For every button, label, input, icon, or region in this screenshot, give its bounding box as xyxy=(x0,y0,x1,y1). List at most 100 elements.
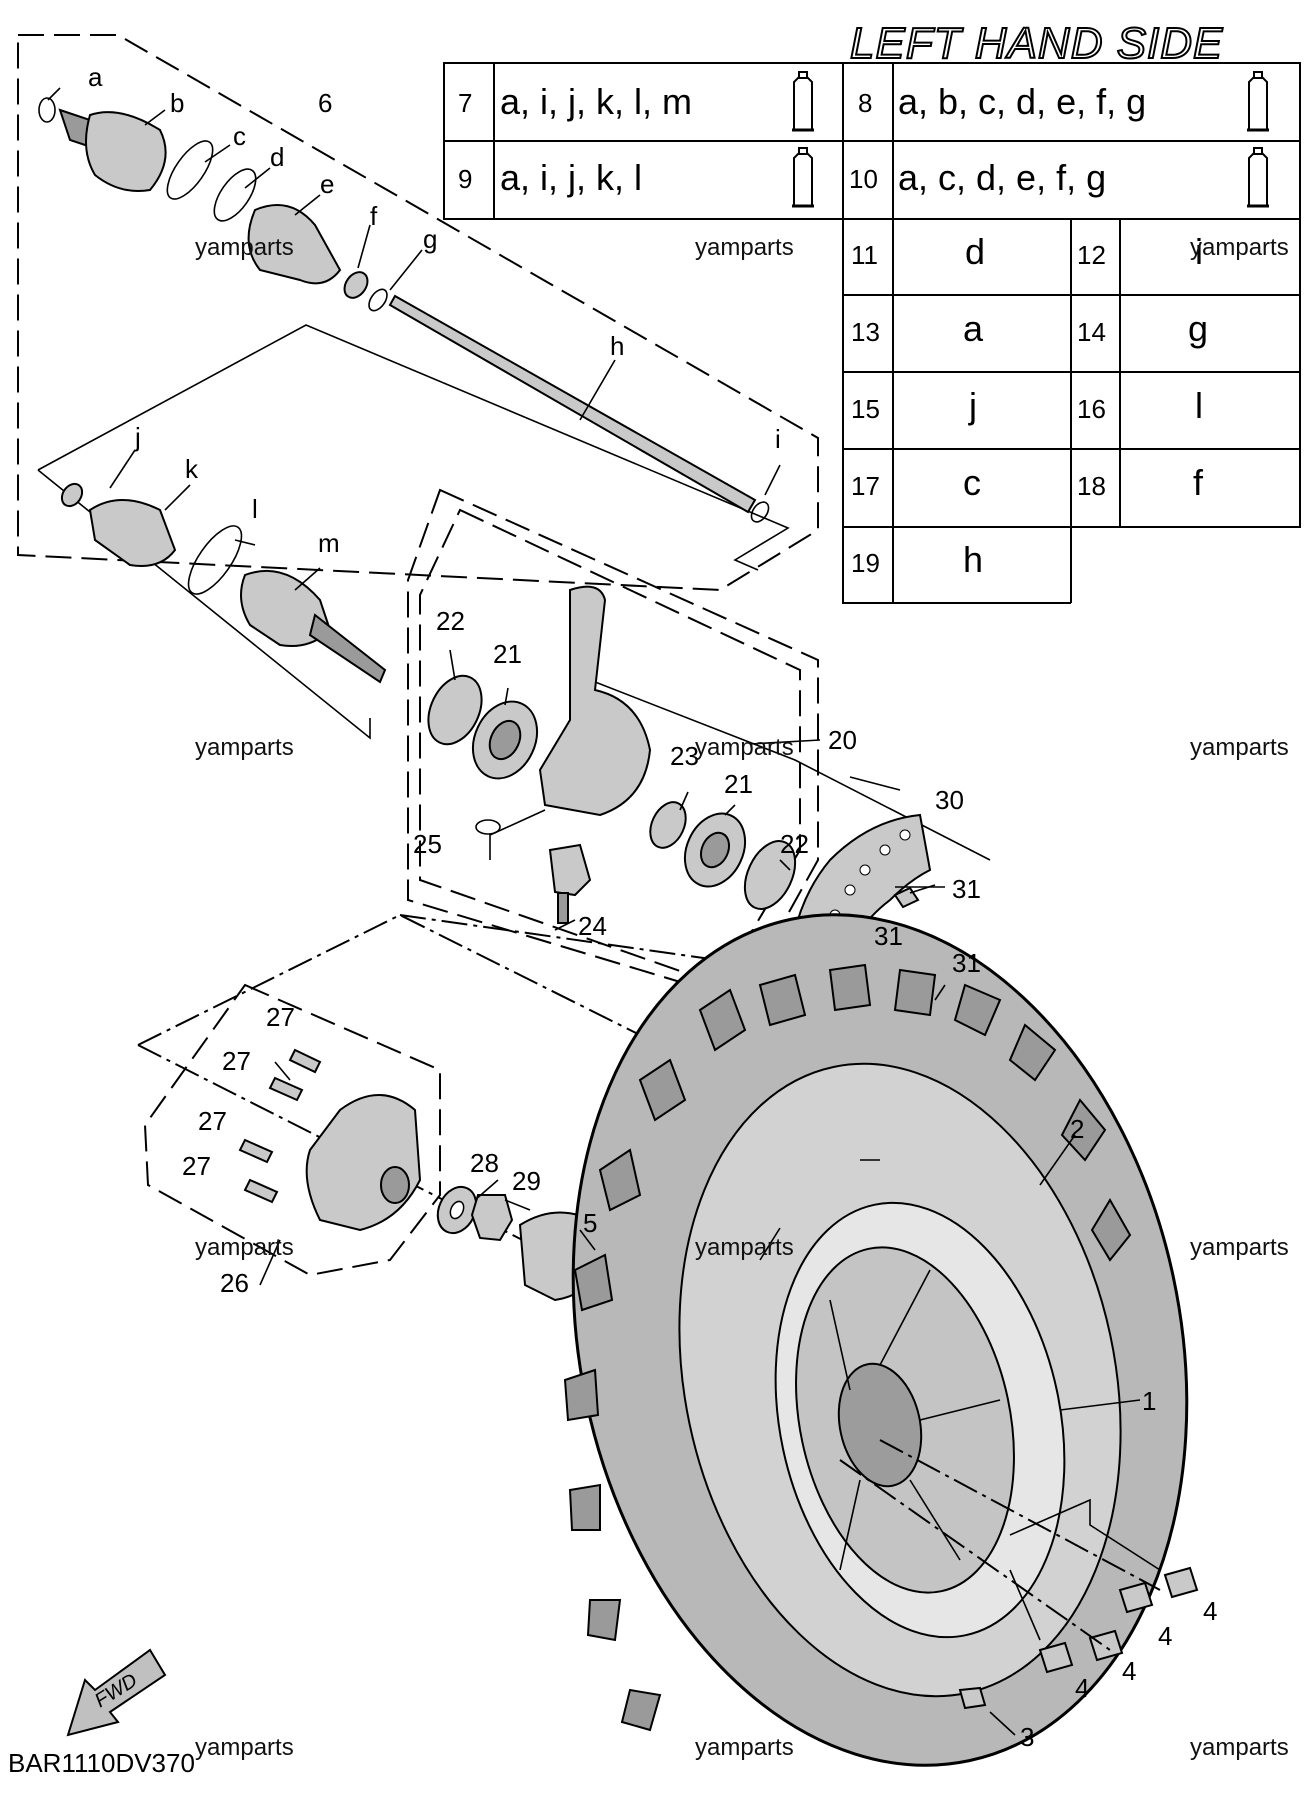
callout-i: i xyxy=(775,424,781,454)
oil-seal-22-left xyxy=(427,674,483,746)
single-row-11-no: 11 xyxy=(851,240,878,270)
callout-4-d: 4 xyxy=(1075,1673,1089,1703)
single-row-12-no: 12 xyxy=(1077,240,1106,270)
callout-27-b: 27 xyxy=(222,1046,251,1076)
steering-knuckle-20 xyxy=(538,585,652,817)
knuckle-inner-dashed-boundary xyxy=(419,508,801,987)
knuckle-axis-line xyxy=(589,679,991,861)
boot-band-c xyxy=(166,140,214,200)
single-part-table: 11 d 12 i 13 a 14 g 15 j 16 l 17 c 18 f … xyxy=(842,218,1301,604)
callout-22-right: 22 xyxy=(780,829,809,859)
callout-6: 6 xyxy=(318,88,332,118)
grease-tube-icon xyxy=(792,147,814,208)
watermark: yamparts xyxy=(195,734,294,761)
boot-e xyxy=(247,204,342,285)
ball-joint-24 xyxy=(548,843,592,924)
callout-f: f xyxy=(370,201,378,231)
callout-2: 2 xyxy=(1070,1114,1084,1144)
callout-28: 28 xyxy=(470,1148,499,1178)
watermark: yamparts xyxy=(695,1234,794,1261)
kit-row-4-parts: a, c, d, e, f, g xyxy=(898,157,1106,198)
wheel-stud-27-d xyxy=(243,1178,279,1204)
single-row-15-part: j xyxy=(968,385,977,426)
callout-g: g xyxy=(423,224,437,254)
callout-c: c xyxy=(233,121,246,151)
callout-29: 29 xyxy=(512,1166,541,1196)
single-row-19-no: 19 xyxy=(851,548,880,578)
watermark: yamparts xyxy=(195,1234,294,1261)
callout-31-c: 31 xyxy=(952,948,981,978)
callout-k: k xyxy=(185,454,199,484)
diagram-title: LEFT HAND SIDE xyxy=(850,19,1223,68)
single-row-18-no: 18 xyxy=(1077,471,1106,501)
wheel-hub-26 xyxy=(305,1094,422,1232)
callout-3: 3 xyxy=(1020,1722,1034,1752)
single-row-14-part: g xyxy=(1188,308,1208,349)
inner-cv-joint-m xyxy=(240,569,387,684)
single-row-12-part: i xyxy=(1195,231,1203,272)
axle-nut-29 xyxy=(470,1194,514,1242)
watermark: yamparts xyxy=(695,234,794,261)
hub-group-dashed-boundary xyxy=(143,983,441,1277)
diagram-code: BAR1110DV370 xyxy=(8,1748,195,1778)
single-row-11-part: d xyxy=(965,231,985,272)
watermark: yamparts xyxy=(695,1734,794,1761)
wheel-stud-27-a xyxy=(288,1048,322,1074)
kit-row-3-no: 9 xyxy=(458,164,472,194)
kit-row-1-parts: a, i, j, k, l, m xyxy=(500,81,692,122)
grease-tube-icon xyxy=(792,71,814,132)
callout-l: l xyxy=(252,494,258,524)
single-row-17-part: c xyxy=(963,462,981,503)
watermark: yamparts xyxy=(1190,734,1289,761)
watermark: yamparts xyxy=(195,1734,294,1761)
grease-tube-icon xyxy=(1247,71,1269,132)
callout-b: b xyxy=(170,88,184,118)
callout-a: a xyxy=(88,62,103,92)
single-row-17-no: 17 xyxy=(851,471,880,501)
boot-band-d xyxy=(213,168,257,222)
callout-d: d xyxy=(270,142,284,172)
callout-m: m xyxy=(318,528,340,558)
watermarks: yamparts yamparts yamparts yamparts yamp… xyxy=(195,234,1289,1761)
oil-seal-22-right xyxy=(743,840,797,910)
callout-j: j xyxy=(134,422,141,452)
callout-4-b: 4 xyxy=(1158,1621,1172,1651)
callout-5: 5 xyxy=(583,1208,597,1238)
shaft-assembly-dashed-boundary xyxy=(17,34,819,592)
single-row-19-part: h xyxy=(963,539,983,580)
callout-1: 1 xyxy=(1142,1386,1156,1416)
outer-cv-joint-b xyxy=(58,108,167,192)
wheel-rim-1 xyxy=(774,1201,1066,1639)
kit-row-3-parts: a, i, j, k, l xyxy=(500,157,642,198)
circlip-g xyxy=(368,288,388,312)
callout-4-a: 4 xyxy=(1203,1596,1217,1626)
band-f xyxy=(343,271,369,299)
kit-row-4-no: 10 xyxy=(849,164,878,194)
kit-table: 7 a, i, j, k, l, m 8 a, b, c, d, e, f, g… xyxy=(443,62,1301,220)
callout-27-a: 27 xyxy=(266,1002,295,1032)
watermark: yamparts xyxy=(1190,234,1289,261)
kit-row-2-no: 8 xyxy=(858,88,872,118)
drive-shaft-h xyxy=(388,294,757,514)
callout-21-right: 21 xyxy=(724,769,753,799)
circlip-i xyxy=(750,501,770,523)
circlip-25 xyxy=(475,819,501,835)
callout-25: 25 xyxy=(413,829,442,859)
lug-nut-4-b xyxy=(1118,1581,1154,1614)
callout-27-d: 27 xyxy=(182,1151,211,1181)
single-row-13-part: a xyxy=(963,308,984,349)
collar-23 xyxy=(649,801,687,849)
watermark: yamparts xyxy=(695,734,794,761)
lug-nut-4-c xyxy=(1088,1629,1124,1662)
watermark: yamparts xyxy=(195,234,294,261)
callout-h: h xyxy=(610,331,624,361)
callout-31-b: 31 xyxy=(874,921,903,951)
kit-row-2-parts: a, b, c, d, e, f, g xyxy=(898,81,1146,122)
callout-30: 30 xyxy=(935,785,964,815)
boot-k xyxy=(88,499,177,567)
callout-20: 20 xyxy=(828,725,857,755)
lug-nut-4-d xyxy=(1038,1641,1074,1674)
callout-24: 24 xyxy=(578,911,607,941)
callout-e: e xyxy=(320,169,334,199)
